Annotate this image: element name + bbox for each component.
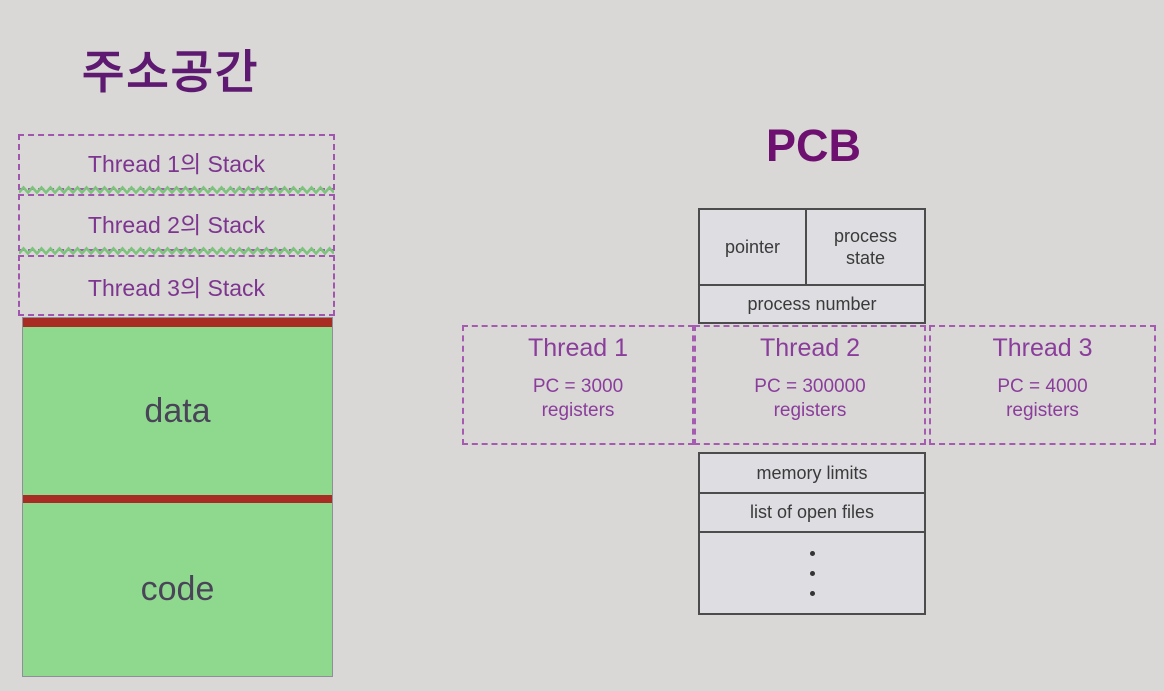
data-segment: data	[23, 327, 332, 495]
pcb-cell-process-number: process number	[700, 284, 924, 322]
thread1-stack-box: Thread 1의 Stack	[18, 134, 335, 190]
ellipsis-dot	[809, 570, 815, 576]
thread3-pc: PC = 4000	[997, 376, 1088, 397]
thread2-stack-label: Thread 2의 Stack	[87, 211, 266, 238]
address-space-title: 주소공간	[82, 46, 260, 98]
zigzag-separator-icon	[19, 246, 334, 256]
thread1-name: Thread 1	[527, 334, 629, 362]
pcb-table-bottom: memory limits list of open files	[698, 452, 926, 615]
memory-block: data code	[22, 317, 333, 677]
ellipsis-dot	[809, 590, 815, 596]
segment-divider	[23, 318, 332, 327]
thread3-name: Thread 3	[992, 334, 1093, 362]
thread2-pcb-box: Thread 2 PC = 300000 registers	[694, 325, 926, 445]
thread1-registers: registers	[541, 400, 615, 421]
thread1-stack-label: Thread 1의 Stack	[87, 151, 266, 177]
code-segment: code	[23, 503, 332, 676]
thread3-stack-label: Thread 3의 Stack	[87, 274, 266, 301]
segment-divider	[23, 495, 332, 503]
thread2-pc: PC = 300000	[754, 376, 866, 397]
pcb-row-pointer-state: pointer process state	[700, 210, 924, 284]
data-segment-label: data	[144, 391, 211, 430]
pcb-cell-open-files: list of open files	[700, 492, 924, 531]
thread1-pc: PC = 3000	[532, 376, 624, 397]
pcb-title: PCB	[766, 120, 862, 171]
thread3-pcb-box: Thread 3 PC = 4000 registers	[929, 325, 1156, 445]
thread2-registers: registers	[773, 400, 847, 421]
thread3-registers: registers	[1006, 400, 1079, 421]
thread2-stack-box: Thread 2의 Stack	[18, 194, 335, 251]
zigzag-separator-icon	[19, 185, 334, 195]
code-segment-label: code	[140, 570, 215, 608]
thread2-name: Thread 2	[759, 334, 861, 362]
pcb-cell-process-state: process state	[833, 225, 898, 269]
ellipsis-dot	[809, 550, 815, 556]
pcb-cell-pointer: pointer	[700, 210, 807, 284]
thread3-stack-box: Thread 3의 Stack	[18, 255, 335, 316]
pcb-cell-memory-limits: memory limits	[756, 462, 868, 483]
pcb-table-top: pointer process state process number	[698, 208, 926, 324]
vertical-ellipsis-icon	[700, 531, 924, 613]
thread1-pcb-box: Thread 1 PC = 3000 registers	[462, 325, 694, 445]
